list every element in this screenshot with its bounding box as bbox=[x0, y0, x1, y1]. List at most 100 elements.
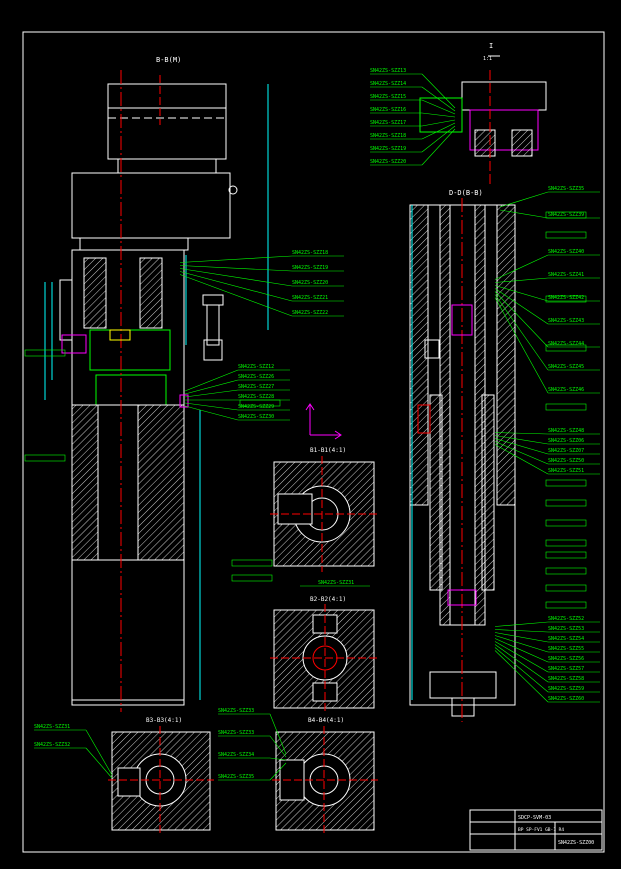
leader-line bbox=[499, 191, 549, 208]
part-label-right-middle: SN42ZS-SZZ07 bbox=[494, 438, 600, 455]
part-label-right-lower: SN42ZS-SZZ60 bbox=[494, 650, 600, 703]
part-label-text: SN42ZS-SZZ56 bbox=[548, 656, 584, 662]
part-label-left-middle: SN42ZS-SZZ12 bbox=[184, 364, 290, 392]
part-label-text: SN42ZS-SZZ20 bbox=[292, 280, 328, 286]
part-label-text: SN42ZS-SZZ27 bbox=[238, 384, 274, 390]
b3-section bbox=[108, 726, 214, 834]
part-label-text: SN42ZS-SZZ31 bbox=[34, 724, 70, 730]
part-label-left-upper: SN42ZS-SZZ19 bbox=[179, 265, 344, 272]
part-label-text: SN42ZS-SZZ29 bbox=[238, 404, 274, 410]
leader-line bbox=[421, 86, 456, 112]
bb-assembly bbox=[44, 70, 269, 712]
section-title-dd: D-D(B-B) bbox=[449, 189, 483, 197]
part-label-text: SN42ZS-SZZ15 bbox=[370, 94, 406, 100]
ucs-icon bbox=[305, 403, 342, 440]
leader-line bbox=[494, 621, 549, 627]
leader-line bbox=[184, 405, 239, 421]
part-label-text: SN42ZS-SZZ60 bbox=[548, 696, 584, 702]
part-label-right-top: SN42ZS-SZZ35 bbox=[499, 186, 600, 208]
leader-line bbox=[494, 641, 549, 673]
leader-line bbox=[85, 747, 113, 779]
part-label-left-upper: SN42ZS-SZZ18 bbox=[179, 250, 344, 263]
part-label-text: SN42ZS-SZZ54 bbox=[548, 636, 584, 642]
leader-line bbox=[184, 379, 239, 395]
part-label-text: SN42ZS-SZZ39 bbox=[548, 212, 584, 218]
part-label-text: SN42ZS-SZZ52 bbox=[548, 616, 584, 622]
tag-box bbox=[545, 551, 587, 559]
part-label-text: SN42ZS-SZZ16 bbox=[370, 107, 406, 113]
detail-i-title: I bbox=[489, 42, 493, 50]
part-label-top-detail: SN42ZS-SZZ15 bbox=[370, 94, 456, 115]
part-label-b4-left: SN42ZS-SZZ33 bbox=[218, 708, 287, 755]
part-label-b4-left: SN42ZS-SZZ35 bbox=[218, 762, 287, 781]
part-label-right-lower: SN42ZS-SZZ54 bbox=[494, 632, 600, 643]
tag-box bbox=[545, 231, 587, 239]
part-label-right-upper: SN42ZS-SZZ45 bbox=[494, 294, 600, 371]
part-label-text: SN42ZS-SZZ46 bbox=[548, 387, 584, 393]
leader-line bbox=[179, 271, 293, 302]
title-block-subtitle: BP SP-FV1 GB-1 R4 bbox=[518, 827, 564, 833]
part-label-text: SN42ZS-SZZ57 bbox=[548, 666, 584, 672]
leader-line bbox=[184, 369, 239, 392]
tag-box bbox=[545, 539, 587, 547]
part-label-right-upper: SN42ZS-SZZ42 bbox=[494, 285, 600, 302]
section-title-b2: B2-B2(4:1) bbox=[310, 596, 346, 603]
leader-line bbox=[494, 632, 549, 643]
leader-line bbox=[421, 125, 456, 153]
leader-line bbox=[494, 444, 549, 475]
leader-line bbox=[494, 644, 549, 683]
part-label-left-middle: SN42ZS-SZZ27 bbox=[184, 384, 290, 398]
leader-line bbox=[421, 128, 456, 166]
part-label-top-detail: SN42ZS-SZZ17 bbox=[370, 119, 456, 127]
part-label-text: SN42ZS-SZZ18 bbox=[292, 250, 328, 256]
part-label-text: SN42ZS-SZZ14 bbox=[370, 81, 406, 87]
part-labels: SN42ZS-SZZ13SN42ZS-SZZ14SN42ZS-SZZ15SN42… bbox=[24, 68, 600, 781]
part-label-right-lower: SN42ZS-SZZ56 bbox=[494, 638, 600, 663]
part-label-text: SN42ZS-SZZ32 bbox=[34, 742, 70, 748]
leader-line bbox=[494, 635, 549, 653]
leader-line bbox=[494, 441, 549, 465]
part-label-right-middle: SN42ZS-SZZ48 bbox=[494, 428, 600, 435]
part-label-text: SN42ZS-SZZ22 bbox=[292, 310, 328, 316]
tag-box bbox=[24, 454, 66, 462]
section-title-b1: B1-B1(4:1) bbox=[310, 447, 346, 454]
tag-box bbox=[545, 403, 587, 411]
part-label-text: SN42ZS-SZZ28 bbox=[238, 394, 274, 400]
leader-line bbox=[269, 735, 287, 758]
part-label-right-upper: SN42ZS-SZZ40 bbox=[494, 249, 600, 280]
leader-line bbox=[494, 650, 549, 703]
part-label-text: SN42ZS-SZZ20 bbox=[370, 159, 406, 165]
part-label-text: SN42ZS-SZZ58 bbox=[548, 676, 584, 682]
leader-line bbox=[421, 112, 456, 118]
part-label-right-lower: SN42ZS-SZZ57 bbox=[494, 641, 600, 673]
part-label-b3-left: SN42ZS-SZZ32 bbox=[34, 742, 113, 779]
section-title-bb: B-B(M) bbox=[156, 56, 181, 64]
part-label-right-upper: SN42ZS-SZZ43 bbox=[494, 288, 600, 325]
part-label-text: SN42ZS-SZZ31 bbox=[318, 580, 354, 586]
section-title-b4: B4-B4(4:1) bbox=[308, 717, 344, 724]
part-label-text: SN42ZS-SZZ30 bbox=[238, 414, 274, 420]
tag-box bbox=[545, 479, 587, 487]
title-block-code: SN42ZS-SZZ00 bbox=[558, 840, 594, 846]
part-label-text: SN42ZS-SZZ35 bbox=[548, 186, 584, 192]
part-label-left-upper: SN42ZS-SZZ22 bbox=[179, 274, 344, 317]
leader-line bbox=[494, 638, 549, 663]
part-label-right-lower: SN42ZS-SZZ58 bbox=[494, 644, 600, 683]
leader-line bbox=[179, 268, 293, 287]
part-label-right-lower: SN42ZS-SZZ59 bbox=[494, 647, 600, 693]
tag-box bbox=[545, 211, 587, 219]
part-label-text: SN42ZS-SZZ41 bbox=[548, 272, 584, 278]
part-label-left-upper: SN42ZS-SZZ21 bbox=[179, 271, 344, 302]
part-label-text: SN42ZS-SZZ26 bbox=[238, 374, 274, 380]
part-label-top-detail: SN42ZS-SZZ13 bbox=[370, 68, 456, 109]
leader-line bbox=[421, 119, 456, 127]
leader-line bbox=[494, 297, 549, 394]
part-label-text: SN42ZS-SZZ33 bbox=[218, 730, 254, 736]
part-label-right-upper: SN42ZS-SZZ46 bbox=[494, 297, 600, 394]
leader-line bbox=[494, 285, 549, 302]
part-label-left-middle: SN42ZS-SZZ29 bbox=[184, 402, 290, 411]
part-label-text: SN42ZS-SZZ45 bbox=[548, 364, 584, 370]
part-label-text: SN42ZS-SZZ12 bbox=[238, 364, 274, 370]
leader-line bbox=[494, 435, 549, 445]
